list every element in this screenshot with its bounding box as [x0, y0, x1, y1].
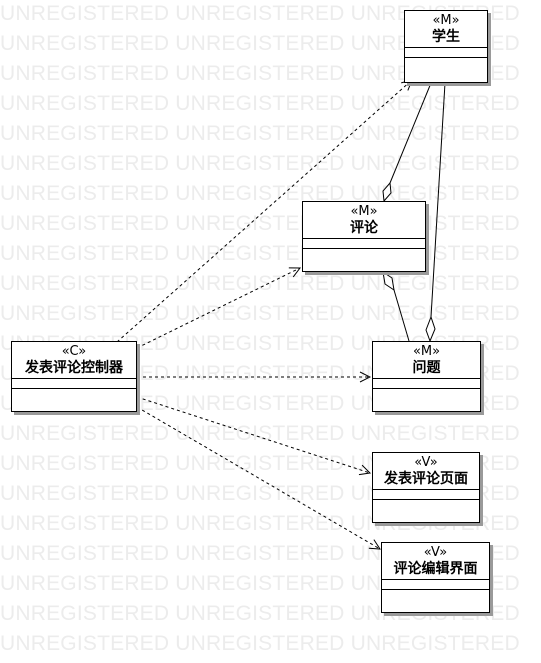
class-question-operations	[373, 389, 480, 411]
class-student-attributes	[405, 48, 487, 58]
class-comment-operations	[303, 249, 425, 271]
aggregation-question-comment-line	[393, 289, 410, 342]
class-comment-header: «M» 评论	[303, 202, 425, 239]
class-question-stereotype: «M»	[412, 344, 441, 359]
class-comment-edit-page-stereotype: «V»	[423, 545, 448, 560]
aggregation-question-comment-diamond	[382, 270, 395, 292]
class-student-operations	[405, 58, 487, 82]
class-student-stereotype: «M»	[432, 13, 460, 28]
aggregation-question-student-line	[430, 82, 446, 318]
class-comment-controller-stereotype: «C»	[61, 344, 87, 359]
class-comment-edit-page-operations	[382, 590, 489, 612]
dependency-controller-to-edit-page	[136, 406, 380, 549]
class-comment-controller-operations	[12, 389, 136, 411]
class-post-comment-page-operations	[373, 500, 479, 522]
class-question-header: «M» 问题	[373, 342, 480, 379]
aggregation-comment-student-line	[389, 82, 432, 184]
class-comment[interactable]: «M» 评论	[302, 201, 426, 272]
class-post-comment-page-attributes	[373, 490, 479, 500]
class-student-name: 学生	[432, 29, 460, 45]
dependency-controller-to-comment	[136, 268, 300, 349]
class-comment-edit-page-attributes	[382, 580, 489, 590]
class-comment-name: 评论	[350, 220, 378, 236]
class-comment-controller-header: «C» 发表评论控制器	[12, 342, 136, 379]
class-comment-stereotype: «M»	[350, 204, 378, 219]
class-comment-controller[interactable]: «C» 发表评论控制器	[11, 341, 137, 412]
class-question[interactable]: «M» 问题	[372, 341, 481, 412]
aggregation-question-student-diamond	[425, 315, 436, 343]
class-question-attributes	[373, 379, 480, 389]
class-comment-edit-page-header: «V» 评论编辑界面	[382, 543, 489, 580]
class-comment-controller-name: 发表评论控制器	[25, 360, 123, 376]
class-comment-controller-attributes	[12, 379, 136, 389]
class-comment-edit-page-name: 评论编辑界面	[393, 561, 478, 577]
class-comment-edit-page[interactable]: «V» 评论编辑界面	[381, 542, 490, 613]
class-question-name: 问题	[412, 360, 441, 376]
class-student[interactable]: «M» 学生	[404, 10, 488, 83]
dependency-controller-to-post-page	[136, 396, 370, 473]
class-post-comment-page[interactable]: «V» 发表评论页面	[372, 452, 480, 523]
class-post-comment-page-header: «V» 发表评论页面	[373, 453, 479, 490]
class-post-comment-page-name: 发表评论页面	[384, 471, 468, 487]
class-comment-attributes	[303, 239, 425, 249]
aggregation-comment-student-diamond	[382, 181, 392, 203]
class-post-comment-page-stereotype: «V»	[414, 455, 438, 470]
class-student-header: «M» 学生	[405, 11, 487, 48]
